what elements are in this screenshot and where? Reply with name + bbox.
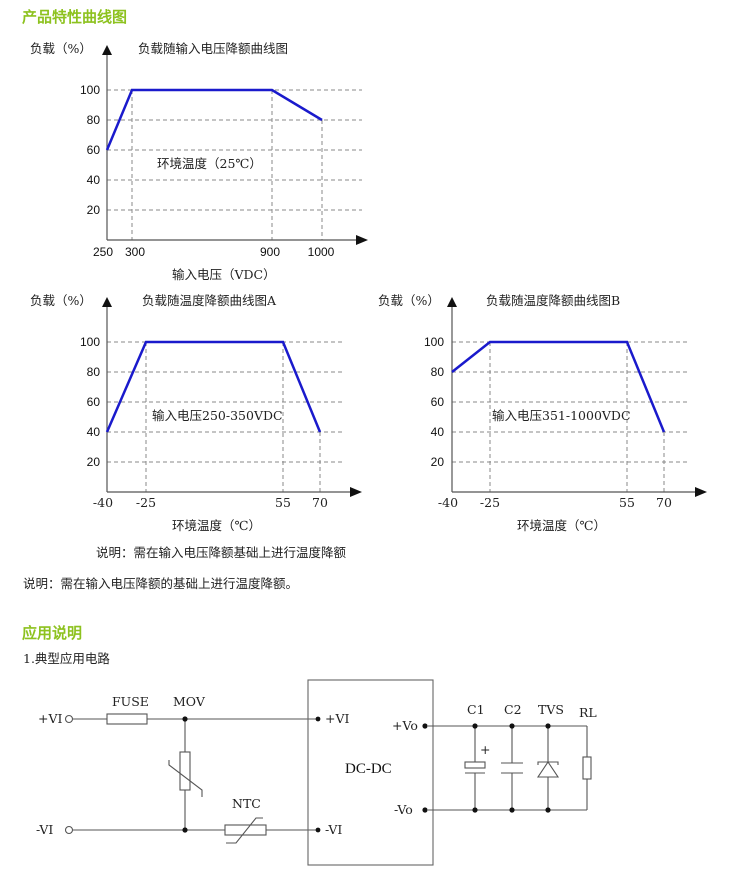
svg-text:40: 40: [87, 425, 101, 439]
svg-text:55: 55: [275, 495, 291, 510]
svg-text:40: 40: [87, 173, 101, 187]
chart-note: 说明：需在输入电压降额基础上进行温度降额: [96, 545, 347, 560]
svg-text:+: +: [480, 742, 490, 757]
svg-text:300: 300: [125, 245, 145, 259]
svg-text:-40: -40: [93, 495, 113, 510]
section-title-application: 应用说明: [22, 624, 83, 642]
svg-text:DC-DC: DC-DC: [345, 761, 392, 777]
svg-text:+VI: +VI: [325, 711, 350, 726]
subsection-typical-circuit: 1.典型应用电路: [23, 651, 110, 666]
svg-text:环境温度（℃）: 环境温度（℃）: [517, 518, 606, 533]
svg-text:-Vo: -Vo: [394, 802, 413, 817]
svg-text:80: 80: [87, 365, 101, 379]
svg-text:-25: -25: [480, 495, 500, 510]
svg-text:输入电压（VDC）: 输入电压（VDC）: [172, 267, 276, 282]
svg-text:C2: C2: [504, 702, 522, 717]
svg-text:100: 100: [80, 335, 100, 349]
svg-text:负载（%）: 负载（%）: [30, 41, 92, 56]
svg-text:输入电压250-350VDC: 输入电压250-350VDC: [152, 408, 283, 423]
svg-text:FUSE: FUSE: [112, 694, 149, 709]
chart-voltage-derating: 100 80 60 40 20 250 300 900 1000 负载（%） 负…: [30, 41, 368, 282]
section-title-curves: 产品特性曲线图: [22, 8, 128, 26]
svg-text:20: 20: [87, 455, 101, 469]
svg-text:TVS: TVS: [538, 702, 564, 717]
svg-text:900: 900: [260, 245, 280, 259]
svg-text:40: 40: [431, 425, 445, 439]
svg-text:60: 60: [87, 143, 101, 157]
svg-text:RL: RL: [579, 705, 597, 720]
svg-text:MOV: MOV: [173, 694, 206, 709]
svg-text:100: 100: [424, 335, 444, 349]
svg-text:环境温度（25℃）: 环境温度（25℃）: [157, 156, 262, 171]
svg-text:100: 100: [80, 83, 100, 97]
svg-text:+Vo: +Vo: [392, 718, 418, 733]
svg-text:20: 20: [87, 203, 101, 217]
svg-text:-40: -40: [438, 495, 458, 510]
svg-text:60: 60: [87, 395, 101, 409]
typical-application-circuit: [64, 679, 592, 866]
svg-text:+VI: +VI: [38, 711, 63, 726]
svg-text:70: 70: [312, 495, 328, 510]
temp-derating-b-line: [451, 340, 666, 433]
svg-text:负载随温度降额曲线图A: 负载随温度降额曲线图A: [142, 293, 277, 308]
svg-text:负载（%）: 负载（%）: [378, 293, 440, 308]
svg-text:C1: C1: [467, 702, 485, 717]
circuit-labels: +VI -VI FUSE MOV NTC +VI -VI DC-DC +Vo -…: [36, 694, 597, 837]
chart-temp-derating-b: 100 80 60 40 20 -40 -25 55 70 负载（%） 负载随温…: [378, 293, 707, 533]
svg-text:负载随温度降额曲线图B: 负载随温度降额曲线图B: [486, 293, 620, 308]
svg-text:-VI: -VI: [36, 822, 53, 837]
svg-text:负载（%）: 负载（%）: [30, 293, 92, 308]
svg-text:55: 55: [619, 495, 635, 510]
svg-text:环境温度（℃）: 环境温度（℃）: [172, 518, 261, 533]
svg-text:-VI: -VI: [325, 822, 342, 837]
svg-text:70: 70: [656, 495, 672, 510]
temp-derating-a-line: [105, 340, 322, 433]
svg-text:-25: -25: [136, 495, 156, 510]
derating-note: 说明：需在输入电压降额的基础上进行温度降额。: [23, 576, 299, 591]
chart-temp-derating-a: 100 80 60 40 20 -40 -25 55 70 负载（%） 负载随温…: [30, 293, 362, 533]
svg-text:80: 80: [87, 113, 101, 127]
svg-text:80: 80: [431, 365, 445, 379]
svg-text:1000: 1000: [308, 245, 335, 259]
svg-text:输入电压351-1000VDC: 输入电压351-1000VDC: [492, 408, 631, 423]
voltage-derating-line: [105, 88, 323, 151]
svg-text:250: 250: [93, 245, 113, 259]
svg-text:60: 60: [431, 395, 445, 409]
svg-text:NTC: NTC: [232, 796, 261, 811]
svg-text:20: 20: [431, 455, 445, 469]
svg-text:负载随输入电压降额曲线图: 负载随输入电压降额曲线图: [138, 41, 288, 56]
